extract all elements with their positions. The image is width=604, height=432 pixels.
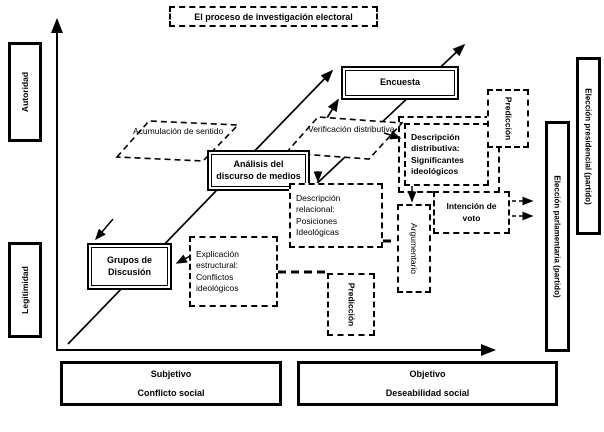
right-inner-label-text: Elección parlamentaria (partido) — [553, 175, 563, 298]
explicacion-estructural-box: Explicación estructural: Conflictos ideo… — [189, 236, 278, 307]
x-axis-left-line1: Subjetivo — [150, 369, 192, 379]
main-diagonal-arrow — [67, 69, 334, 345]
argumentario-box: Argumentario — [397, 204, 431, 293]
descripcion-relacional-box: Descripción relacional: Posiciones Ideol… — [289, 183, 383, 248]
diagram-title: El proceso de investigación electoral — [169, 6, 378, 27]
diagram-title-text: El proceso de investigación electoral — [194, 11, 353, 22]
x-axis-left-segment: Subjetivo Conflicto social — [60, 361, 282, 406]
x-axis-right-line2: Deseabilidad social — [385, 388, 470, 398]
right-inner-label-box: Elección parlamentaria (partido) — [545, 121, 570, 352]
y-axis-label-legitimidad: Legitimidad — [8, 242, 42, 338]
grupos-discusion-label: Grupos de Discusión — [91, 247, 168, 286]
encuesta-box: Encuesta — [341, 66, 459, 100]
y-axis-bottom-label-text: Legitimidad — [20, 266, 31, 314]
y-axis-label-autoridad: Autoridad — [8, 42, 42, 142]
x-axis-right-line1: Objetivo — [409, 369, 446, 379]
right-outer-label-box: Elección presidencial (partido) — [576, 57, 601, 235]
prediccion-top-box: Predicción — [487, 89, 529, 148]
feedback-into-grupos-top-arrow — [95, 218, 114, 241]
y-axis-top-label-text: Autoridad — [20, 71, 31, 113]
intencion-voto-box: Intención de voto — [433, 191, 510, 234]
x-axis-left-line2: Conflicto social — [137, 388, 205, 398]
verificacion-to-descripcion-arrow — [383, 130, 402, 140]
verificacion-parallelogram — [284, 116, 404, 160]
prediccion-bottom-label: Predicción — [346, 282, 357, 327]
analisis-discurso-label: Análisis del discurso de medios — [211, 154, 306, 187]
argumentario-label: Argumentario — [409, 222, 420, 275]
acumulacion-label: Acumulación de sentido — [133, 126, 224, 136]
prediccion-top-label: Predicción — [503, 96, 514, 141]
right-outer-label-text: Elección presidencial (partido) — [584, 87, 594, 205]
encuesta-label: Encuesta — [345, 70, 455, 96]
prediccion-bottom-box: Predicción — [327, 273, 375, 336]
grupos-discusion-box: Grupos de Discusión — [87, 243, 172, 290]
verificacion-label: Verificación distributiva — [308, 124, 395, 134]
x-axis-right-segment: Objetivo Deseabilidad social — [297, 361, 558, 406]
descripcion-distributiva-box: Descripción distributiva: Significantes … — [404, 123, 489, 186]
